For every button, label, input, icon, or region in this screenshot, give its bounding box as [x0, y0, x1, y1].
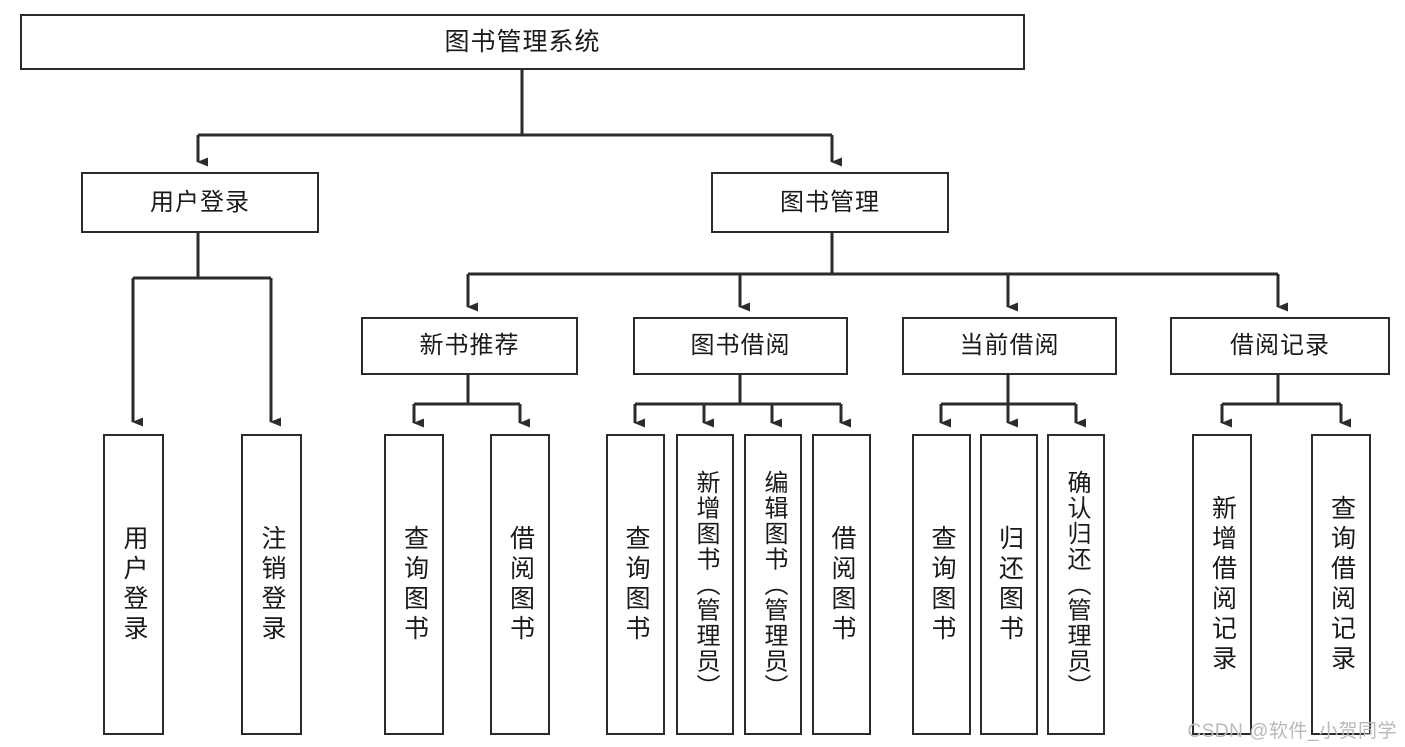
leaf-borrow-add-book-label: 新增图书（管理员）	[692, 469, 719, 700]
leaf-record-add-label: 新增借阅记录	[1208, 494, 1237, 675]
leaf-borrow-search-book[interactable]: 查询图书	[606, 434, 665, 735]
leaf-record-search-label: 查询借阅记录	[1327, 494, 1356, 675]
node-borrow-record[interactable]: 借阅记录	[1170, 317, 1390, 375]
leaf-record-add[interactable]: 新增借阅记录	[1192, 434, 1252, 735]
leaf-record-search[interactable]: 查询借阅记录	[1311, 434, 1371, 735]
leaf-current-return-book-label: 归还图书	[995, 524, 1024, 645]
node-user-login-label: 用户登录	[150, 188, 250, 216]
leaf-user-logout[interactable]: 注销登录	[241, 434, 302, 735]
leaf-borrow-add-book[interactable]: 新增图书（管理员）	[676, 434, 734, 735]
leaf-current-search-book-label: 查询图书	[928, 524, 956, 645]
node-user-login[interactable]: 用户登录	[81, 172, 319, 233]
leaf-current-confirm-return[interactable]: 确认归还（管理员）	[1047, 434, 1105, 735]
leaf-new-book-search-label: 查询图书	[400, 524, 429, 645]
csdn-watermark: CSDN @软件_小贺同学	[1187, 721, 1397, 742]
node-borrow-record-label: 借阅记录	[1230, 332, 1330, 360]
leaf-borrow-borrow-book[interactable]: 借阅图书	[812, 434, 871, 735]
leaf-current-search-book[interactable]: 查询图书	[912, 434, 971, 735]
leaf-new-book-search[interactable]: 查询图书	[384, 434, 444, 735]
node-new-book-recommend-label: 新书推荐	[419, 332, 520, 360]
node-book-management-label: 图书管理	[780, 188, 880, 216]
leaf-current-return-book[interactable]: 归还图书	[980, 434, 1038, 735]
leaf-new-book-borrow[interactable]: 借阅图书	[490, 434, 550, 735]
leaf-borrow-borrow-book-label: 借阅图书	[828, 524, 856, 645]
node-current-borrow[interactable]: 当前借阅	[902, 317, 1117, 375]
leaf-user-login[interactable]: 用户登录	[103, 434, 164, 735]
leaf-borrow-search-book-label: 查询图书	[622, 524, 650, 645]
node-book-borrow-label: 图书借阅	[690, 332, 791, 360]
leaf-borrow-edit-book-label: 编辑图书（管理员）	[760, 469, 787, 700]
leaf-new-book-borrow-label: 借阅图书	[506, 524, 535, 645]
node-root-label: 图书管理系统	[444, 27, 601, 56]
leaf-current-confirm-return-label: 确认归还（管理员）	[1063, 469, 1090, 700]
node-current-borrow-label: 当前借阅	[959, 332, 1060, 360]
node-new-book-recommend[interactable]: 新书推荐	[361, 317, 578, 375]
node-root[interactable]: 图书管理系统	[20, 14, 1025, 70]
node-book-management[interactable]: 图书管理	[711, 172, 949, 233]
leaf-user-login-label: 用户登录	[120, 524, 148, 645]
leaf-user-logout-label: 注销登录	[258, 524, 286, 645]
node-book-borrow[interactable]: 图书借阅	[633, 317, 848, 375]
leaf-borrow-edit-book[interactable]: 编辑图书（管理员）	[744, 434, 802, 735]
